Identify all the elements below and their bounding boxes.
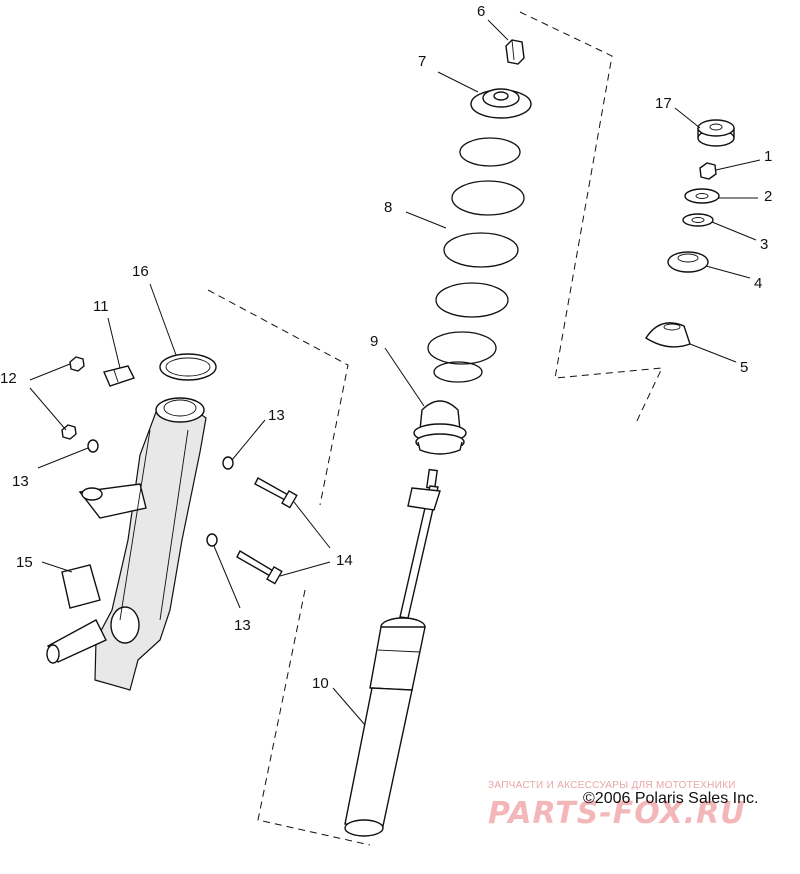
part-12-nuts [61, 356, 85, 440]
assembly-boundary-lines [207, 11, 663, 846]
watermark-tagline: ЗАПЧАСТИ И АКСЕССУАРЫ ДЛЯ МОТОТЕХНИКИ [488, 780, 736, 791]
callout-12: 12 [0, 370, 17, 387]
callout-13-lower: 13 [234, 617, 251, 634]
callout-2: 2 [764, 188, 772, 205]
copyright-notice: ©2006 Polaris Sales Inc. [583, 790, 759, 807]
part-9-bump-stop [413, 400, 467, 455]
part-13-washers [87, 439, 234, 547]
part-2-washer [684, 188, 720, 204]
callout-13-upper: 13 [268, 407, 285, 424]
leader-lines [29, 19, 761, 726]
callout-11: 11 [93, 298, 109, 315]
callout-16: 16 [132, 263, 149, 280]
part-11-clip [103, 365, 135, 387]
part-7-upper-spring-seat [470, 88, 532, 119]
callout-13-left: 13 [12, 473, 29, 490]
part-5-dust-boot [645, 322, 691, 348]
part-4-bushing [667, 251, 709, 273]
part-1-nut [699, 162, 717, 180]
part-14-bolts [236, 477, 298, 585]
callout-6: 6 [477, 3, 485, 20]
part-16-o-ring [159, 353, 217, 381]
part-3-washer [682, 213, 714, 227]
watermark-logo: PARTS-FOX.RU [488, 796, 746, 831]
part-8-coil-spring [427, 137, 525, 383]
callout-17: 17 [655, 95, 672, 112]
callout-9: 9 [370, 333, 378, 350]
part-17-top-cap [697, 119, 735, 147]
callout-4: 4 [754, 275, 762, 292]
part-15-steering-knuckle [46, 397, 207, 691]
callout-10: 10 [312, 675, 329, 692]
part-6-top-nut [505, 39, 525, 65]
part-10-shock-absorber [344, 468, 441, 837]
callout-3: 3 [760, 236, 768, 253]
callout-8: 8 [384, 199, 392, 216]
callout-numbers: 6 7 8 9 10 17 1 2 3 4 5 16 11 12 13 13 1… [0, 3, 772, 692]
callout-14: 14 [336, 552, 353, 569]
callout-15: 15 [16, 554, 33, 571]
callout-5: 5 [740, 359, 748, 376]
callout-1: 1 [764, 148, 772, 165]
callout-7: 7 [418, 53, 426, 70]
